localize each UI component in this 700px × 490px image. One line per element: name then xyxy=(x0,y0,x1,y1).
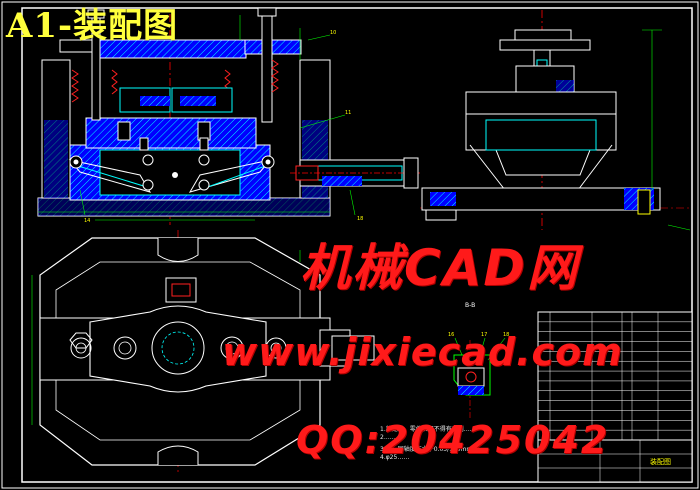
page-title: A1-装配图 xyxy=(6,6,179,46)
front-section-view: 11 10 18 14 xyxy=(37,7,420,225)
tech-note-3: 3.……同轴度不大于0.05/100mm xyxy=(380,446,473,453)
plan-view xyxy=(31,230,375,472)
tech-note-1: 1.装配前，零件表面不得有毛刺…… xyxy=(380,426,476,433)
sheet-inner-border xyxy=(21,7,693,483)
svg-text:17: 17 xyxy=(481,332,487,338)
parts-list-table: 装配图 xyxy=(537,311,693,483)
title-block-drawing-name: 装配图 xyxy=(650,457,671,466)
section-bb-label: B-B xyxy=(465,302,476,309)
svg-text:11: 11 xyxy=(345,110,351,116)
svg-text:18: 18 xyxy=(357,216,363,222)
watermark-url: www.jixiecad.com xyxy=(222,330,623,374)
watermark-site-name: 机械CAD网 xyxy=(300,239,579,297)
tech-note-2: 2.…… xyxy=(380,434,398,441)
side-view xyxy=(420,10,691,231)
svg-text:14: 14 xyxy=(84,218,90,224)
watermark-qq: QQ:20425042 xyxy=(296,418,610,462)
tech-note-4: 4.φ25…… xyxy=(380,454,410,461)
section-bb-detail: 16 17 18 xyxy=(448,332,509,420)
svg-text:10: 10 xyxy=(330,30,336,36)
svg-text:16: 16 xyxy=(448,332,454,338)
svg-text:18: 18 xyxy=(503,332,509,338)
